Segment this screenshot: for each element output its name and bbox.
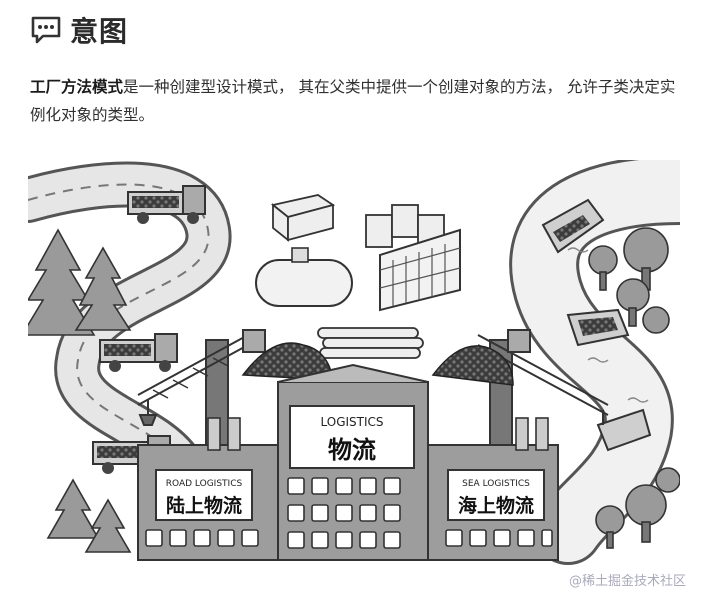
truck bbox=[127, 185, 206, 224]
factory-windows bbox=[145, 477, 553, 549]
logistics-sign-en: LOGISTICS bbox=[320, 415, 383, 429]
road bbox=[28, 161, 232, 483]
coal-pile bbox=[241, 342, 514, 386]
pipes bbox=[317, 327, 424, 359]
intro-body: 是一种创建型设计模式， 其在父类中提供一个创建对象的方法， 允许子类决定实例化对… bbox=[30, 78, 676, 124]
intro-paragraph: 工厂方法模式是一种创建型设计模式， 其在父类中提供一个创建对象的方法， 允许子类… bbox=[30, 73, 680, 129]
section-title: 意图 bbox=[70, 15, 129, 48]
ship bbox=[566, 308, 630, 347]
logistics-sign: LOGISTICS 物流 bbox=[289, 405, 415, 469]
sea-logistics-sign-zh: 海上物流 bbox=[458, 494, 534, 517]
truck bbox=[99, 333, 178, 372]
product-boxes bbox=[270, 194, 445, 248]
container-building bbox=[379, 228, 461, 312]
logistics-illustration: LOGISTICS 物流 ROAD LOGISTICS 陆上物流 SEA LOG… bbox=[28, 160, 680, 565]
sea-logistics-sign-en: SEA LOGISTICS bbox=[462, 479, 530, 489]
watermark: @稀土掘金技术社区 bbox=[568, 574, 686, 589]
ship bbox=[541, 198, 605, 254]
road-logistics-sign: ROAD LOGISTICS 陆上物流 bbox=[155, 469, 253, 521]
section-heading: 意图 bbox=[30, 10, 128, 50]
road-logistics-sign-zh: 陆上物流 bbox=[166, 494, 242, 517]
ship bbox=[596, 408, 652, 452]
pattern-term: 工厂方法模式 bbox=[30, 78, 124, 96]
pine-tree bbox=[28, 228, 132, 553]
crane-left bbox=[137, 329, 266, 451]
sea-logistics-sign: SEA LOGISTICS 海上物流 bbox=[447, 469, 545, 521]
tank bbox=[255, 247, 353, 307]
round-tree bbox=[588, 227, 680, 549]
logistics-sign-zh: 物流 bbox=[328, 436, 376, 464]
road-logistics-sign-en: ROAD LOGISTICS bbox=[166, 479, 243, 489]
speech-bubble-icon bbox=[31, 16, 61, 44]
